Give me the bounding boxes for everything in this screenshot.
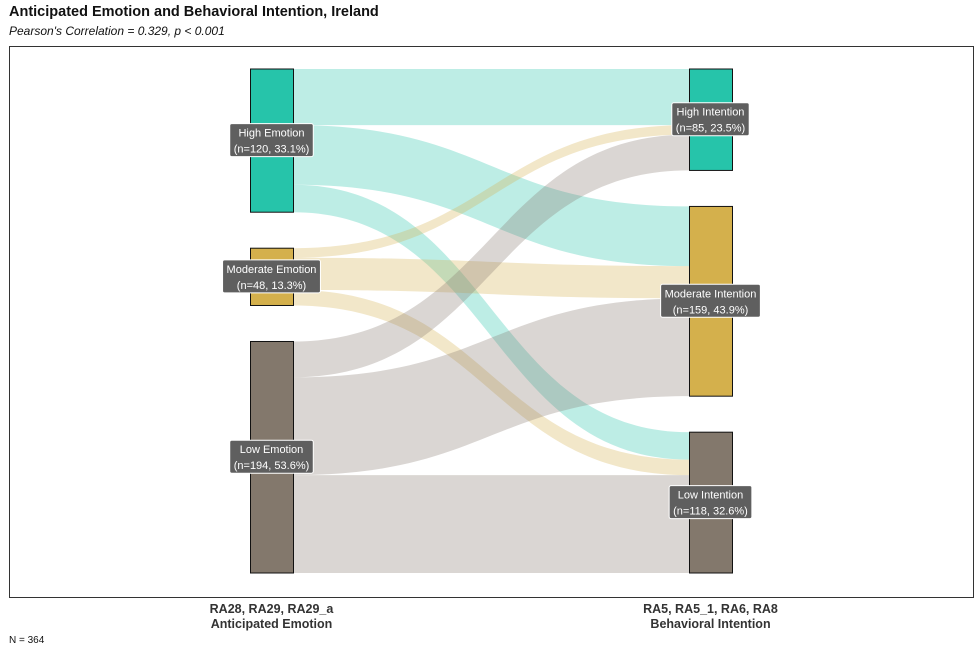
emotion-label-1: Moderate Emotion (n=48, 13.3%) (222, 259, 321, 294)
flow-2-to-1 (293, 298, 689, 476)
flow-1-to-0 (293, 125, 689, 258)
chart-subtitle: Pearson's Correlation = 0.329, p < 0.001 (9, 24, 225, 38)
emotion-label-0: High Emotion (n=120, 33.1%) (229, 123, 314, 158)
emotion-label-stat-2: (n=194, 53.6%) (234, 460, 310, 472)
intention-label-bg-2 (668, 485, 753, 520)
flow-0-to-0 (293, 69, 689, 126)
intention-label-stat-1: (n=159, 43.9%) (673, 304, 749, 316)
emotion-label-name-0: High Emotion (238, 128, 304, 140)
emotion-label-name-1: Moderate Emotion (227, 264, 317, 276)
axis-1-variables: RA5, RA5_1, RA6, RA8 (643, 602, 778, 616)
emotion-label-stat-1: (n=48, 13.3%) (237, 280, 306, 292)
sample-size-note: N = 364 (9, 635, 45, 646)
emotion-label-bg-1 (222, 259, 321, 294)
intention-label-2: Low Intention (n=118, 32.6%) (668, 485, 753, 520)
intention-label-0: High Intention (n=85, 23.5%) (671, 102, 750, 137)
intention-label-name-2: Low Intention (678, 490, 743, 502)
emotion-label-name-2: Low Emotion (240, 444, 304, 456)
intention-label-name-1: Moderate Intention (665, 288, 757, 300)
flows-layer (293, 69, 689, 573)
intention-label-stat-0: (n=85, 23.5%) (676, 123, 745, 135)
emotion-label-bg-2 (229, 439, 314, 474)
emotion-label-2: Low Emotion (n=194, 53.6%) (229, 439, 314, 474)
flow-0-to-1 (293, 125, 689, 267)
intention-label-bg-0 (671, 102, 750, 137)
labels-layer: High Emotion (n=120, 33.1%) Moderate Emoti… (222, 102, 761, 520)
emotion-label-stat-0: (n=120, 33.1%) (234, 144, 310, 156)
axis-1-label: Behavioral Intention (650, 617, 770, 631)
intention-label-stat-2: (n=118, 32.6%) (673, 506, 748, 518)
flow-0-to-2 (293, 184, 689, 460)
emotion-label-bg-0 (229, 123, 314, 158)
chart-title: Anticipated Emotion and Behavioral Inten… (9, 4, 379, 20)
intention-label-bg-1 (660, 283, 761, 318)
flow-1-to-2 (293, 289, 689, 476)
intention-label-name-0: High Intention (677, 107, 745, 119)
axis-0-label: Anticipated Emotion (211, 617, 333, 631)
intention-label-1: Moderate Intention (n=159, 43.9%) (660, 283, 761, 318)
flow-2-to-2 (293, 475, 689, 573)
flow-2-to-0 (293, 134, 689, 378)
plot-panel-border (9, 46, 974, 598)
axis-0-variables: RA28, RA29, RA29_a (210, 602, 335, 616)
flow-1-to-1 (293, 257, 689, 299)
